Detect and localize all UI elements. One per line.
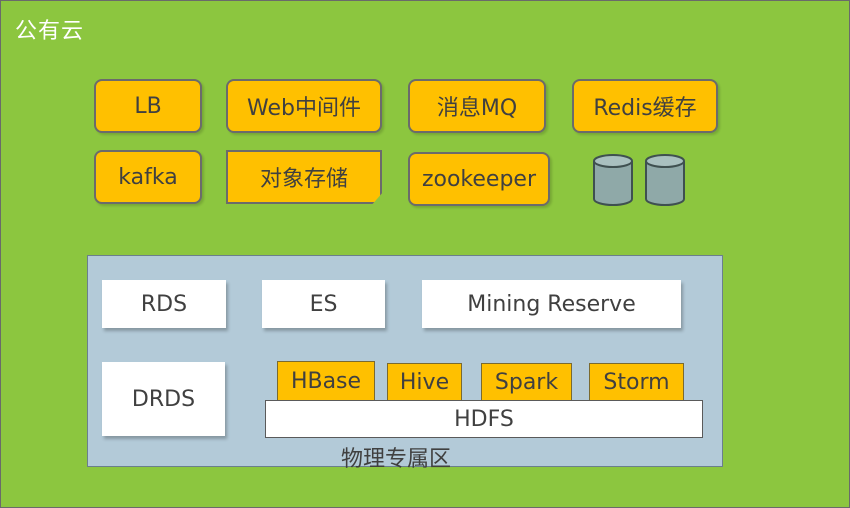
service-zookeeper: zookeeper [408,152,550,206]
zone-es: ES [262,280,385,328]
zone-storm: Storm [589,363,684,401]
service-mq: 消息MQ [408,79,546,133]
service-web-middleware: Web中间件 [226,79,382,133]
service-kafka: kafka [94,150,202,204]
zone-drds: DRDS [102,362,225,436]
zone-mining-reserve: Mining Reserve [422,280,681,328]
database-icon [593,154,633,206]
zone-hive: Hive [387,363,462,401]
cloud-title: 公有云 [15,19,85,44]
service-object-storage: 对象存储 [226,150,382,204]
zone-rds: RDS [102,280,226,328]
service-lb: LB [94,79,202,133]
zone-hdfs: HDFS [265,400,703,438]
zone-label: 物理专属区 [341,447,452,472]
database-icon [645,154,685,206]
zone-hbase: HBase [277,361,375,401]
service-redis: Redis缓存 [572,79,718,133]
zone-spark: Spark [481,363,572,401]
